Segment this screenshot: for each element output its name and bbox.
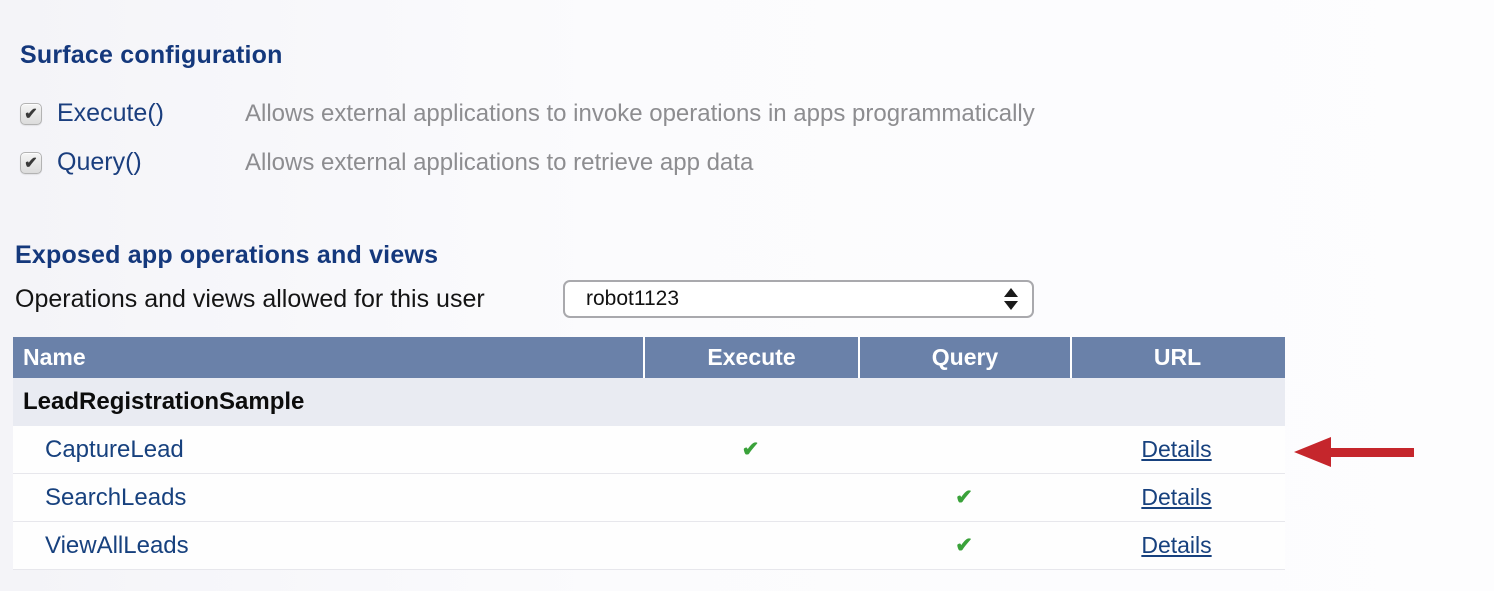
column-header-name: Name (23, 344, 86, 370)
table-row-capturelead: CaptureLead ✔ Details (13, 426, 1285, 474)
table-group-row: LeadRegistrationSample (13, 378, 1285, 426)
operation-name-link[interactable]: CaptureLead (45, 435, 184, 463)
checkbox-check-icon: ✔ (24, 105, 38, 123)
section-title-surface-configuration: Surface configuration (20, 41, 283, 69)
query-option-label[interactable]: Query() (57, 148, 142, 176)
operation-name-link[interactable]: SearchLeads (45, 483, 187, 511)
execute-check-icon: ✔ (741, 438, 760, 461)
user-select-label: Operations and views allowed for this us… (15, 285, 485, 313)
table-header-row: Name Execute Query URL (13, 337, 1285, 378)
details-link[interactable]: Details (1141, 484, 1212, 510)
execute-option-description: Allows external applications to invoke o… (245, 99, 1035, 127)
query-checkbox[interactable]: ✔ (20, 151, 42, 174)
query-option-row: ✔ Query() Allows external applications t… (20, 148, 753, 177)
column-header-execute: Execute (643, 337, 858, 378)
operations-table: Name Execute Query URL LeadRegistrationS… (13, 337, 1285, 570)
execute-checkbox[interactable]: ✔ (20, 102, 42, 125)
operation-name-link[interactable]: ViewAllLeads (45, 531, 189, 559)
query-check-icon: ✔ (955, 534, 973, 557)
execute-option-label[interactable]: Execute() (57, 99, 164, 127)
query-check-icon: ✔ (955, 486, 973, 509)
group-label: LeadRegistrationSample (23, 388, 305, 415)
query-option-description: Allows external applications to retrieve… (245, 148, 754, 176)
table-row-searchleads: SearchLeads ✔ Details (13, 474, 1285, 522)
select-updown-icon (1004, 288, 1018, 310)
column-header-url: URL (1070, 337, 1283, 378)
user-select[interactable]: robot1123 (563, 280, 1034, 318)
details-link[interactable]: Details (1141, 532, 1212, 558)
details-link[interactable]: Details (1141, 436, 1212, 462)
execute-option-row: ✔ Execute() Allows external applications… (20, 99, 1035, 128)
table-row-viewallleads: ViewAllLeads ✔ Details (13, 522, 1285, 570)
column-header-query: Query (858, 337, 1070, 378)
checkbox-check-icon: ✔ (24, 154, 38, 172)
annotation-arrow-left-icon (1294, 437, 1414, 468)
section-title-exposed-operations: Exposed app operations and views (15, 241, 439, 269)
user-select-value: robot1123 (586, 287, 680, 310)
